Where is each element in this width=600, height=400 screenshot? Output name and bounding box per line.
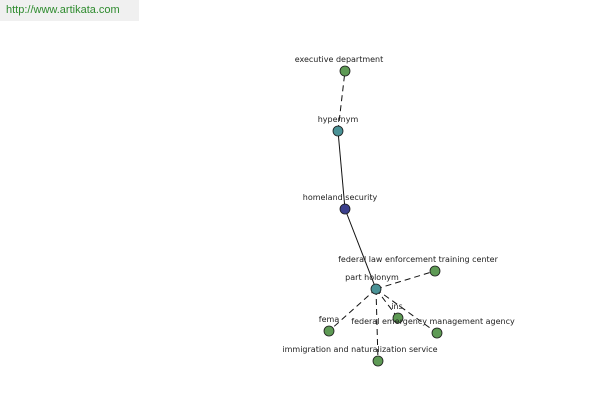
node-circle-homeland_security[interactable] [339,203,351,215]
node-label-part_holonym: part holonym [345,273,399,282]
edge-hypernym-to-executive_department [337,70,346,132]
node-circle-hypernym[interactable] [332,125,344,137]
edge-part_holonym-to-fema_full [375,288,438,334]
node-label-executive_department: executive department [295,55,384,64]
node-circle-fema[interactable] [323,325,335,337]
nodes-layer: executive department hypernym homeland sec… [282,55,515,367]
node-label-ins_full: immigration and naturalization service [282,345,437,354]
node-circle-ins_full[interactable] [372,355,384,367]
edge-part_holonym-to-ins [375,288,399,319]
node-circle-ins[interactable] [392,312,404,324]
node-label-fema_full: federal emergency management agency [351,317,515,326]
edge-homeland_security-to-hypernym [337,130,346,210]
node-label-ins: ins [391,302,402,311]
edge-part_holonym-to-fletc [375,270,436,290]
edge-part_holonym-to-fema [328,288,377,332]
graph-node-fletc[interactable]: federal law enforcement training center [338,255,499,277]
graph-node-part_holonym[interactable]: part holonym [345,273,399,295]
edges-layer [328,70,438,362]
node-circle-fema_full[interactable] [431,327,443,339]
graph-node-fema_full[interactable]: federal emergency management agency [351,317,515,339]
graph-node-hypernym[interactable]: hypernym [318,115,359,137]
graph-node-fema[interactable]: fema [319,315,340,337]
graph-node-ins[interactable]: ins [391,302,404,324]
node-label-hypernym: hypernym [318,115,359,124]
url-banner: http://www.artikata.com [0,0,139,21]
graph-node-executive_department[interactable]: executive department [295,55,384,77]
node-circle-part_holonym[interactable] [370,283,382,295]
node-label-fletc: federal law enforcement training center [338,255,498,264]
edge-homeland_security-to-part_holonym [344,208,377,290]
graph-node-ins_full[interactable]: immigration and naturalization service [282,345,438,367]
edge-part_holonym-to-ins_full [375,288,379,362]
node-circle-fletc[interactable] [429,265,441,277]
graph-node-homeland_security[interactable]: homeland security [303,193,378,215]
node-circle-executive_department[interactable] [339,65,351,77]
node-label-homeland_security: homeland security [303,193,378,202]
site-url-link[interactable]: http://www.artikata.com [6,4,120,16]
node-label-fema: fema [319,315,340,324]
